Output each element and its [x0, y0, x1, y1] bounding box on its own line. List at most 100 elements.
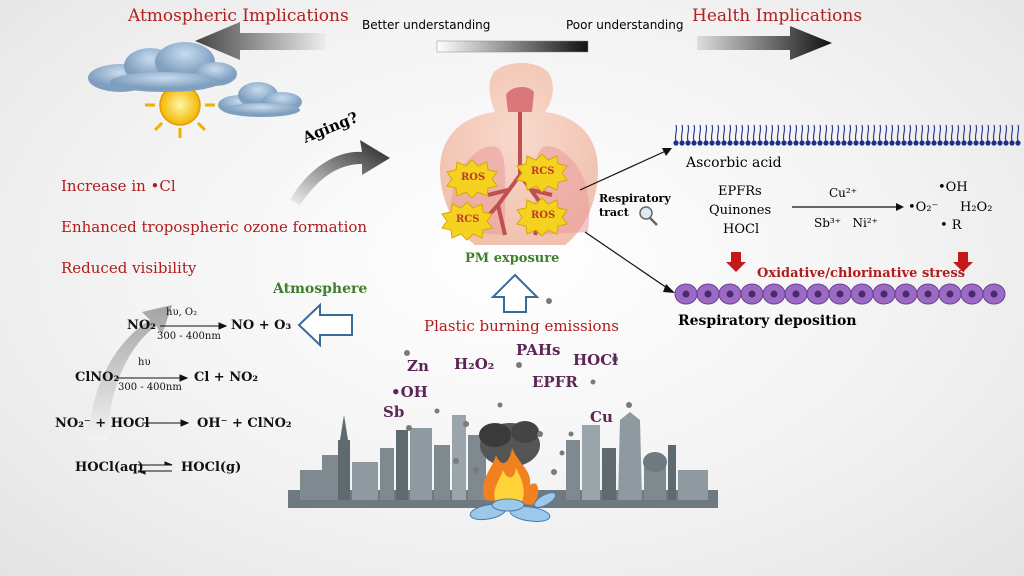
atmospheric-direction-arrow — [195, 22, 326, 60]
epithelial-cell — [697, 140, 703, 146]
cilium — [770, 124, 774, 142]
atmosphere-reaction-arrows — [118, 322, 228, 475]
reaction-1-lhs: NO₂ — [127, 318, 156, 333]
cilium — [920, 124, 924, 142]
epithelial-cell — [685, 140, 691, 146]
cilium — [866, 124, 870, 142]
understanding-scale-bar — [436, 40, 589, 53]
health-direction-arrow — [697, 26, 832, 60]
epithelial-cell — [727, 140, 733, 146]
reaction-2-condition-bottom: 300 - 400nm — [118, 382, 182, 393]
cell-nucleus — [836, 290, 844, 298]
epithelial-cell — [739, 140, 745, 146]
respiratory-deposition-label: Respiratory deposition — [678, 313, 857, 329]
sun-icon — [145, 70, 215, 138]
rcs-label: RCS — [531, 166, 555, 177]
epithelial-cell — [1003, 140, 1009, 146]
epithelial-cell — [991, 140, 997, 146]
epithelial-cell — [679, 140, 685, 146]
cilium — [710, 124, 714, 142]
cilium — [740, 124, 744, 142]
species-sb: Sb — [383, 403, 405, 421]
reaction-2-lhs: ClNO₂ — [75, 370, 120, 385]
cilium — [1010, 124, 1014, 142]
epithelial-cell — [691, 140, 697, 146]
cilium — [746, 124, 750, 142]
reactant-quinones: Quinones — [709, 203, 772, 218]
cilium — [824, 124, 828, 142]
cilium — [1016, 124, 1020, 142]
epithelial-cell — [715, 140, 721, 146]
epithelial-cell — [745, 140, 751, 146]
species-zn: Zn — [407, 357, 429, 375]
cloud-sun-icon — [88, 42, 302, 138]
epithelial-cell — [751, 140, 757, 146]
species-h2o2: H₂O₂ — [454, 355, 495, 373]
epithelial-cell — [769, 140, 775, 146]
epithelial-cell — [781, 140, 787, 146]
cilium — [728, 124, 732, 142]
reactant-epfrs: EPFRs — [718, 184, 762, 199]
species-epfr: EPFR — [532, 373, 578, 391]
stress-label: Oxidative/chlorinative stress — [757, 266, 966, 281]
cilium — [692, 124, 696, 142]
cloud-large-icon — [88, 42, 237, 92]
epithelial-cell — [907, 140, 913, 146]
cilium — [716, 124, 720, 142]
cilium — [992, 124, 996, 142]
scale-poor-label: Poor understanding — [566, 18, 684, 32]
cell-nucleus — [990, 290, 998, 298]
cilium — [968, 124, 972, 142]
epithelial-cell — [775, 140, 781, 146]
epithelial-cell — [901, 140, 907, 146]
ros-label: ROS — [461, 172, 486, 183]
reaction-cycle-arrow — [88, 305, 172, 440]
cilium — [812, 124, 816, 142]
reaction-3-lhs: NO₂⁻ + HOCl — [55, 416, 150, 431]
aging-arrow — [290, 140, 390, 205]
cilium — [734, 124, 738, 142]
atmosphere-arrow — [297, 302, 353, 348]
cilium — [752, 124, 756, 142]
epithelial-cell — [799, 140, 805, 146]
cell-nucleus — [814, 290, 822, 298]
epithelial-cell — [823, 140, 829, 146]
cilium — [896, 124, 900, 142]
cilium — [722, 124, 726, 142]
cilium — [956, 124, 960, 142]
cilium — [1004, 124, 1008, 142]
epithelial-cell — [931, 140, 937, 146]
cell-nucleus — [704, 290, 712, 298]
emissions-title: Plastic burning emissions — [424, 317, 619, 335]
respiratory-cell-layer — [674, 283, 1006, 305]
ascorbic-acid-label: Ascorbic acid — [686, 155, 782, 171]
epithelial-cell — [949, 140, 955, 146]
epithelial-cell — [829, 140, 835, 146]
cloud-small-icon — [218, 82, 302, 117]
magnifier-icon — [639, 206, 658, 226]
epithelial-cell — [763, 140, 769, 146]
effect-item: Increase in •Cl — [61, 177, 176, 195]
cell-nucleus — [858, 290, 866, 298]
cilium — [830, 124, 834, 142]
cilium — [986, 124, 990, 142]
catalyst-cu: Cu²⁺ — [829, 186, 858, 200]
epithelial-cell — [1015, 140, 1021, 146]
epithelial-cell — [853, 140, 859, 146]
cilium — [764, 124, 768, 142]
epithelial-cell — [985, 140, 991, 146]
species-oh: •OH — [391, 383, 428, 401]
cilium — [842, 124, 846, 142]
cilium — [926, 124, 930, 142]
epithelial-cell — [673, 140, 679, 146]
pm-exposure-label: PM exposure — [465, 251, 560, 266]
epithelial-cell — [895, 140, 901, 146]
health-implications-title: Health Implications — [692, 6, 863, 26]
epithelial-cell — [709, 140, 715, 146]
cilium — [932, 124, 936, 142]
aging-label: Aging? — [300, 108, 361, 147]
epithelial-cell — [889, 140, 895, 146]
cilium — [950, 124, 954, 142]
reaction-1-condition-top: hυ, O₂ — [166, 307, 198, 318]
